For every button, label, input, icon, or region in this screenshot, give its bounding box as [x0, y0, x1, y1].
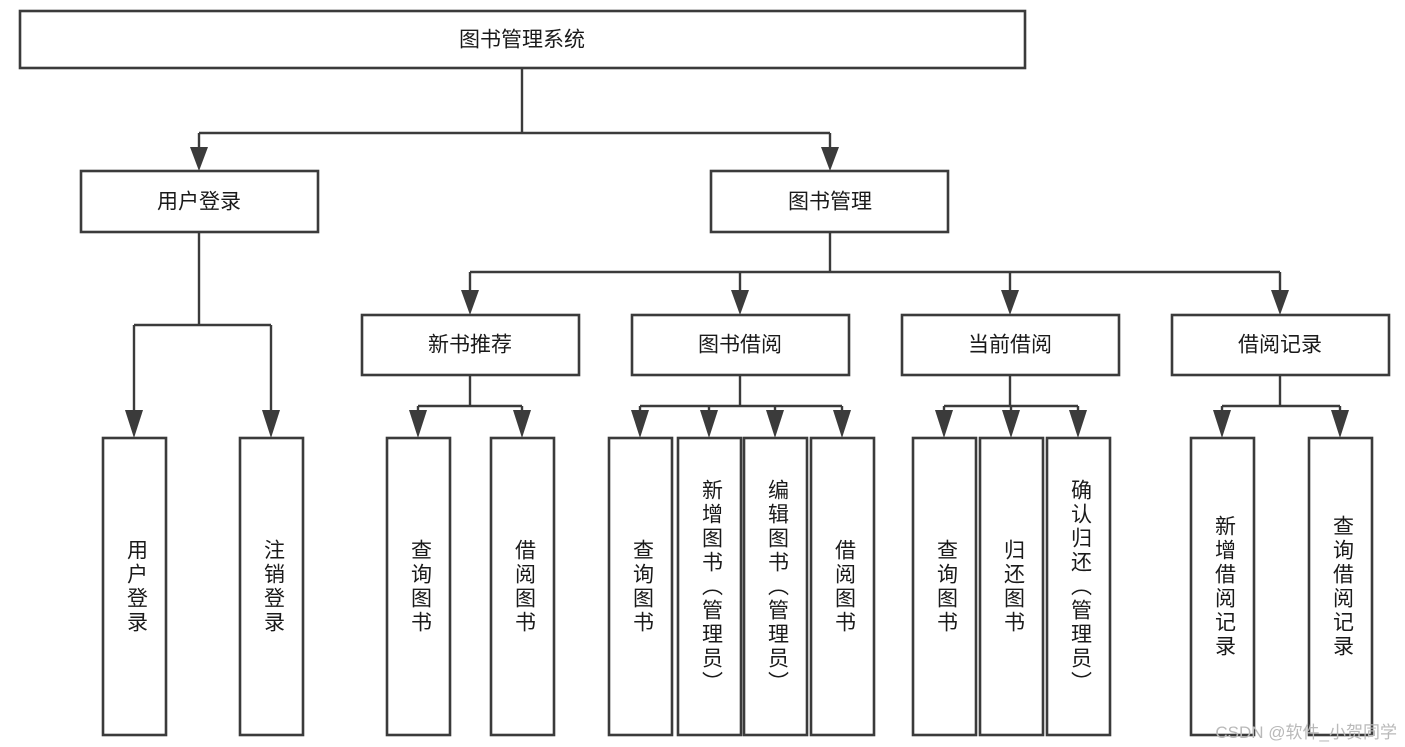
arrow-head-dangqian-leaf3: [1069, 410, 1087, 438]
arrow-head-leaf-zhuxiao: [262, 410, 280, 438]
connector-group-tushujieyue: [631, 375, 851, 438]
node-current-borrow-box[interactable]: [900, 313, 1121, 377]
connector-group-dangqianjieyue: [935, 375, 1087, 438]
leaf-borrow-edit-book-admin-box[interactable]: [742, 436, 809, 737]
arrow-head-jilu-leaf2: [1331, 410, 1349, 438]
leaf-user-login-zhuxiao-label: 注销登录: [261, 539, 285, 635]
leaf-user-login-denglu[interactable]: 用户登录: [101, 436, 168, 737]
node-current-borrow[interactable]: 当前借阅: [900, 313, 1121, 377]
node-borrow-record-box[interactable]: [1170, 313, 1391, 377]
node-book-borrow-box[interactable]: [630, 313, 851, 377]
leaf-record-query-record[interactable]: 查询借阅记录: [1307, 436, 1374, 737]
leaf-record-add-record-label: 新增借阅记录: [1212, 515, 1236, 659]
leaf-recommend-query-book-label: 查询图书: [408, 539, 432, 635]
leaf-borrow-add-book-admin[interactable]: 新增图书（管理员）: [676, 436, 743, 737]
leaf-recommend-borrow-book-label: 借阅图书: [512, 539, 536, 635]
leaf-record-add-record[interactable]: 新增借阅记录: [1189, 436, 1256, 737]
arrow-head-jieyue-leaf3: [766, 410, 784, 438]
node-book-management-label: 图书管理: [788, 191, 872, 214]
leaf-record-query-record-label: 查询借阅记录: [1330, 515, 1354, 659]
connector-group-jieyuejilu: [1213, 375, 1349, 438]
csdn-watermark: CSDN @软件_小贺同学: [1215, 723, 1397, 742]
arrow-head-jieyue-leaf4: [833, 410, 851, 438]
node-borrow-record-label: 借阅记录: [1238, 334, 1322, 357]
leaf-record-add-record-box[interactable]: [1189, 436, 1256, 737]
arrow-head-tushujieyue: [731, 290, 749, 315]
leaf-recommend-query-book[interactable]: 查询图书: [385, 436, 452, 737]
connector-group-xinshutuijian: [409, 375, 531, 438]
arrow-head-jieyue-leaf2: [700, 410, 718, 438]
leaf-recommend-borrow-book-box[interactable]: [489, 436, 556, 737]
node-user-login[interactable]: 用户登录: [79, 169, 320, 234]
leaf-user-login-denglu-box[interactable]: [101, 436, 168, 737]
arrow-head-dangqian-leaf1: [935, 410, 953, 438]
node-user-login-box[interactable]: [79, 169, 320, 234]
node-book-management[interactable]: 图书管理: [709, 169, 950, 234]
arrow-head-userlogin: [190, 147, 208, 171]
node-book-borrow-label: 图书借阅: [698, 334, 782, 357]
node-root-box[interactable]: [18, 9, 1027, 70]
leaf-borrow-borrow-book[interactable]: 借阅图书: [809, 436, 876, 737]
leaf-borrow-edit-book-admin[interactable]: 编辑图书（管理员）: [742, 436, 809, 737]
leaf-borrow-borrow-book-label: 借阅图书: [832, 539, 856, 635]
leaf-record-query-record-box[interactable]: [1307, 436, 1374, 737]
leaf-recommend-borrow-book[interactable]: 借阅图书: [489, 436, 556, 737]
leaf-current-return-book-label: 归还图书: [1001, 539, 1025, 635]
arrow-head-dangqianjieyue: [1001, 290, 1019, 315]
leaf-current-confirm-return-admin[interactable]: 确认归还（管理员）: [1045, 436, 1112, 737]
leaf-user-login-zhuxiao[interactable]: 注销登录: [238, 436, 305, 737]
leaf-borrow-add-book-admin-box[interactable]: [676, 436, 743, 737]
leaf-borrow-query-book-box[interactable]: [607, 436, 674, 737]
leaf-current-confirm-return-admin-label: 确认归还（管理员）: [1068, 479, 1092, 695]
leaf-current-confirm-return-admin-box[interactable]: [1045, 436, 1112, 737]
node-book-management-box[interactable]: [709, 169, 950, 234]
arrow-head-jilu-leaf1: [1213, 410, 1231, 438]
connector-group-root: [190, 68, 839, 171]
node-borrow-record[interactable]: 借阅记录: [1170, 313, 1391, 377]
node-new-book-recommend-box[interactable]: [360, 313, 581, 377]
arrow-head-bookmgmt: [821, 147, 839, 171]
leaf-borrow-edit-book-admin-label: 编辑图书（管理员）: [765, 479, 789, 695]
leaf-current-return-book[interactable]: 归还图书: [978, 436, 1045, 737]
arrow-head-xinshu-leaf2: [513, 410, 531, 438]
node-new-book-recommend-label: 新书推荐: [428, 334, 512, 357]
node-root-system[interactable]: 图书管理系统: [18, 9, 1027, 70]
node-book-borrow[interactable]: 图书借阅: [630, 313, 851, 377]
connector-group-bookmgmt: [461, 232, 1289, 315]
leaf-borrow-query-book-label: 查询图书: [630, 539, 654, 635]
arrow-head-xinshutuijian: [461, 290, 479, 315]
arrow-head-jieyuejilu: [1271, 290, 1289, 315]
leaf-current-query-book-label: 查询图书: [934, 539, 958, 635]
leaf-recommend-query-book-box[interactable]: [385, 436, 452, 737]
node-user-login-label: 用户登录: [157, 191, 241, 214]
leaf-current-query-book[interactable]: 查询图书: [911, 436, 978, 737]
connector-group-userlogin: [125, 232, 280, 438]
leaf-current-return-book-box[interactable]: [978, 436, 1045, 737]
leaf-borrow-borrow-book-box[interactable]: [809, 436, 876, 737]
node-current-borrow-label: 当前借阅: [968, 334, 1052, 357]
arrow-head-dangqian-leaf2: [1002, 410, 1020, 438]
arrow-head-xinshu-leaf1: [409, 410, 427, 438]
leaf-borrow-add-book-admin-label: 新增图书（管理员）: [699, 479, 723, 695]
node-new-book-recommend[interactable]: 新书推荐: [360, 313, 581, 377]
leaf-user-login-zhuxiao-box[interactable]: [238, 436, 305, 737]
arrow-head-leaf-user-denglu: [125, 410, 143, 438]
leaf-current-query-book-box[interactable]: [911, 436, 978, 737]
arrow-head-jieyue-leaf1: [631, 410, 649, 438]
leaf-borrow-query-book[interactable]: 查询图书: [607, 436, 674, 737]
node-root-label: 图书管理系统: [459, 29, 585, 52]
leaf-user-login-denglu-label: 用户登录: [124, 539, 148, 635]
